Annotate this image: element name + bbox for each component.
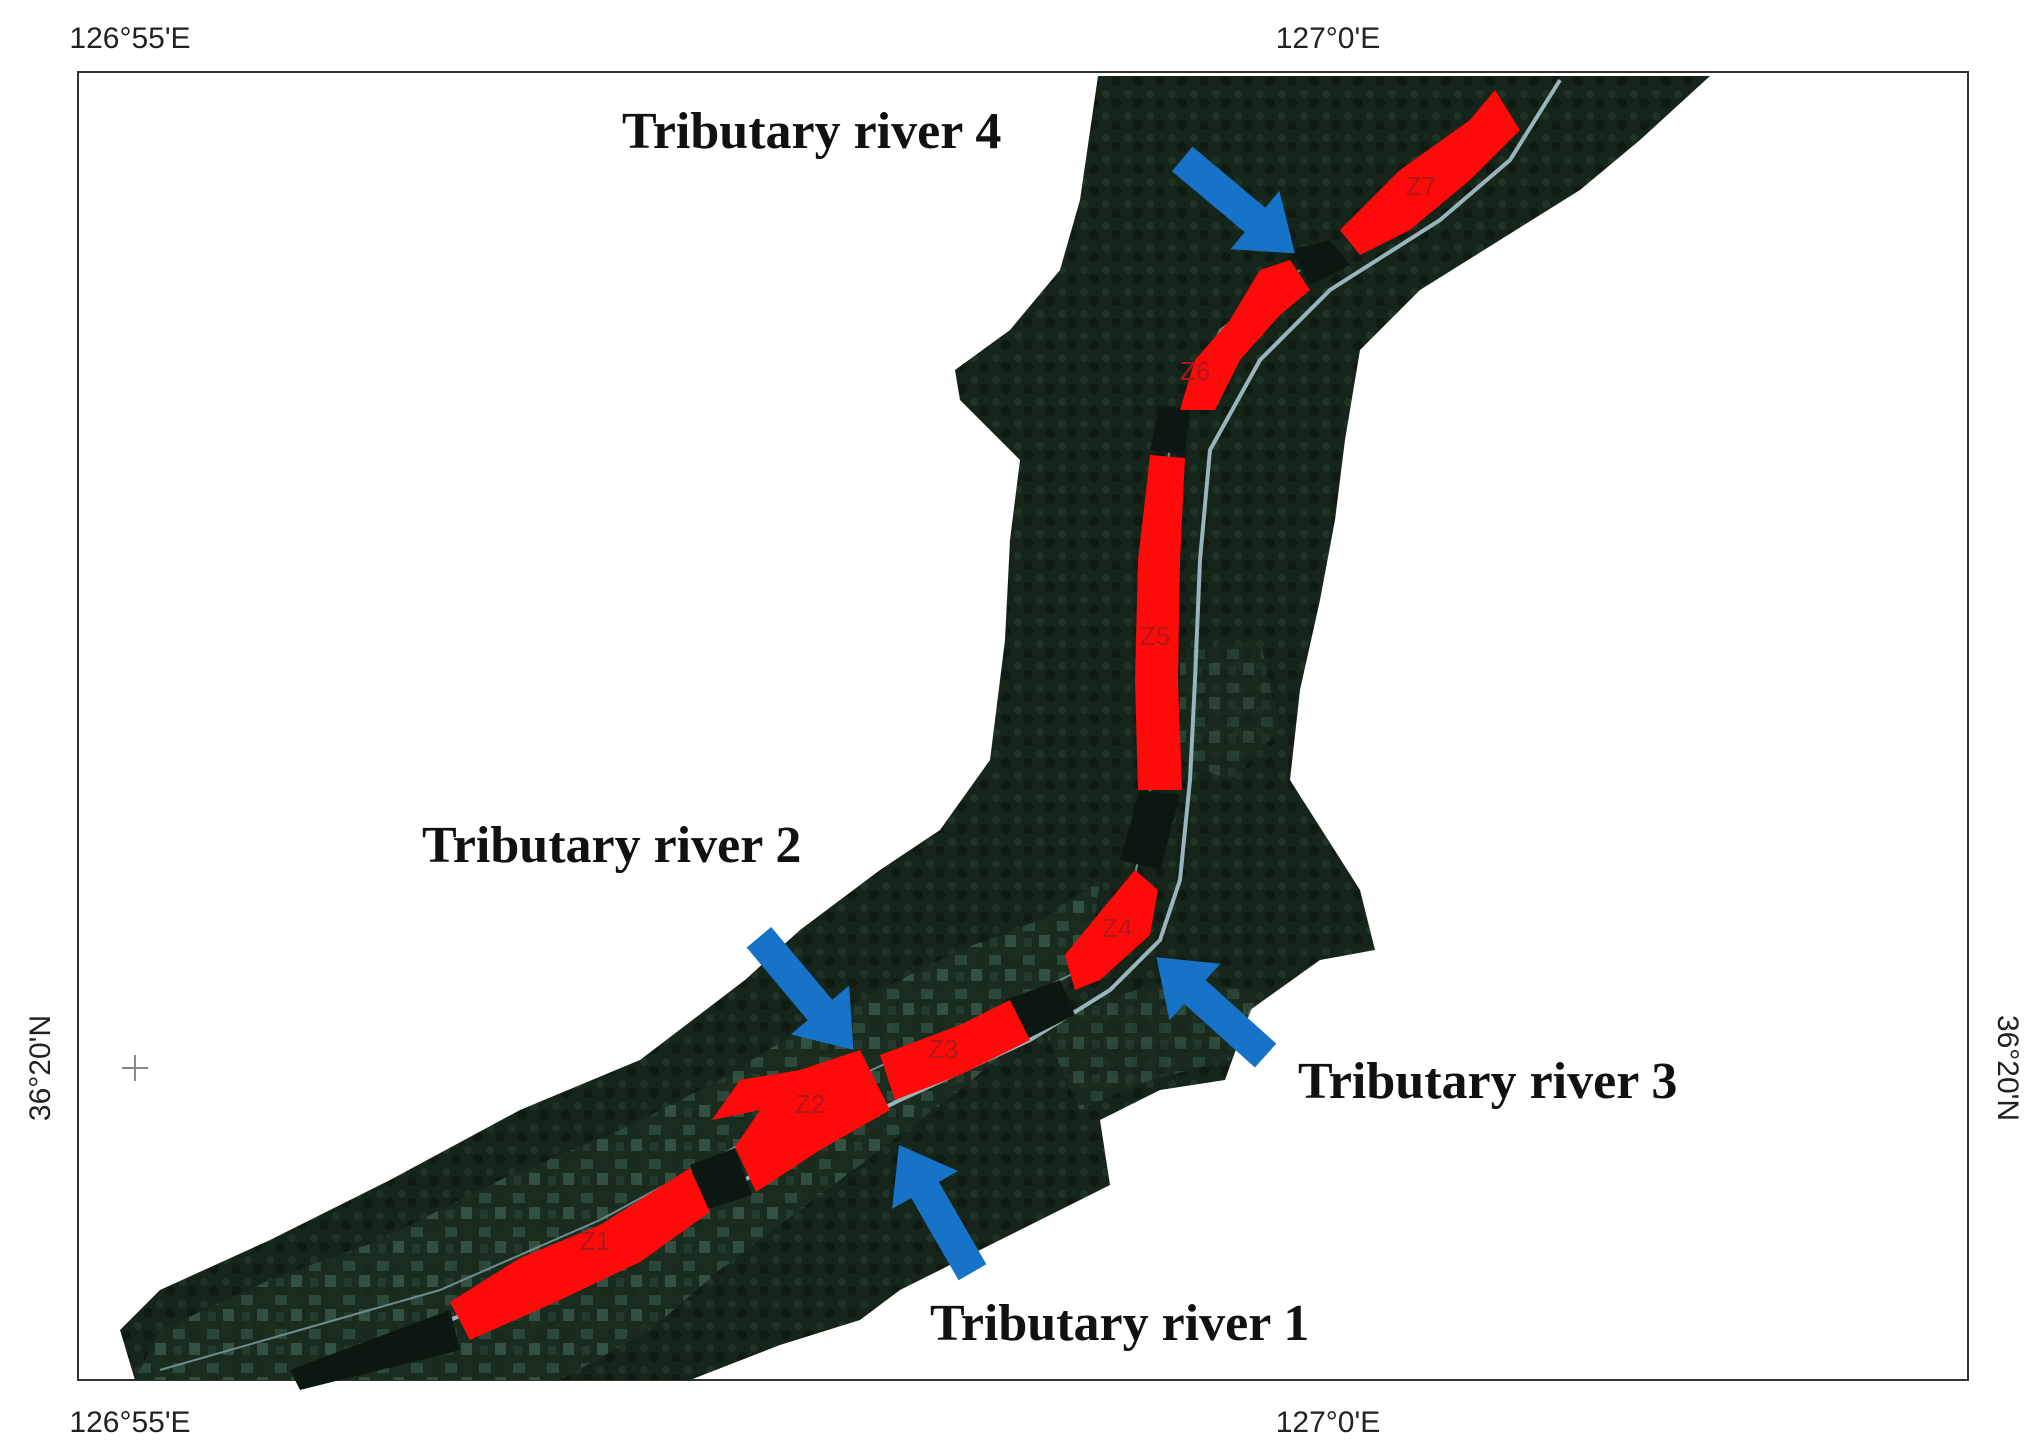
arrow-icon: [892, 1144, 987, 1281]
zone-label-z6: Z6: [1180, 356, 1210, 386]
arrow-tributary-3: [1156, 957, 1277, 1068]
zone-z3: [880, 1000, 1030, 1100]
coord-bottom-left: 126°55'E: [69, 1406, 190, 1439]
zone-z6: [1180, 260, 1310, 410]
zone-label-z3: Z3: [928, 1034, 958, 1064]
arrow-icon: [1156, 957, 1277, 1068]
zone-label-z7: Z7: [1406, 171, 1436, 201]
zone-label-z1: Z1: [580, 1226, 610, 1256]
arrow-icon: [1171, 146, 1295, 254]
coord-bottom-right: 127°0'E: [1276, 1406, 1380, 1439]
label-tributary-4: Tributary river 4: [622, 103, 1001, 160]
coord-top-left: 126°55'E: [69, 22, 190, 55]
zones: [450, 90, 1520, 1340]
label-tributary-2: Tributary river 2: [422, 817, 801, 874]
label-tributary-1: Tributary river 1: [930, 1295, 1309, 1352]
arrow-tributary-4: [1171, 146, 1295, 254]
zone-z4: [1065, 870, 1158, 990]
arrow-tributary-1: [892, 1144, 987, 1281]
coord-top-right: 127°0'E: [1276, 22, 1380, 55]
zone-label-z5: Z5: [1140, 621, 1170, 651]
arrow-tributary-2: [746, 926, 854, 1050]
zone-z7: [1340, 90, 1520, 255]
label-tributary-3: Tributary river 3: [1298, 1053, 1677, 1110]
crosshair-icon: [122, 1055, 148, 1081]
zone-label-z4: Z4: [1102, 913, 1132, 943]
zone-z2: [712, 1050, 890, 1192]
river-gaps: [290, 240, 1350, 1390]
arrow-icon: [746, 926, 854, 1050]
zone-z5: [1135, 455, 1185, 790]
zone-z1: [450, 1168, 710, 1340]
zone-label-z2: Z2: [795, 1089, 825, 1119]
coord-left: 36°20'N: [24, 1015, 57, 1121]
coord-right: 36°20'N: [1991, 1015, 2024, 1121]
